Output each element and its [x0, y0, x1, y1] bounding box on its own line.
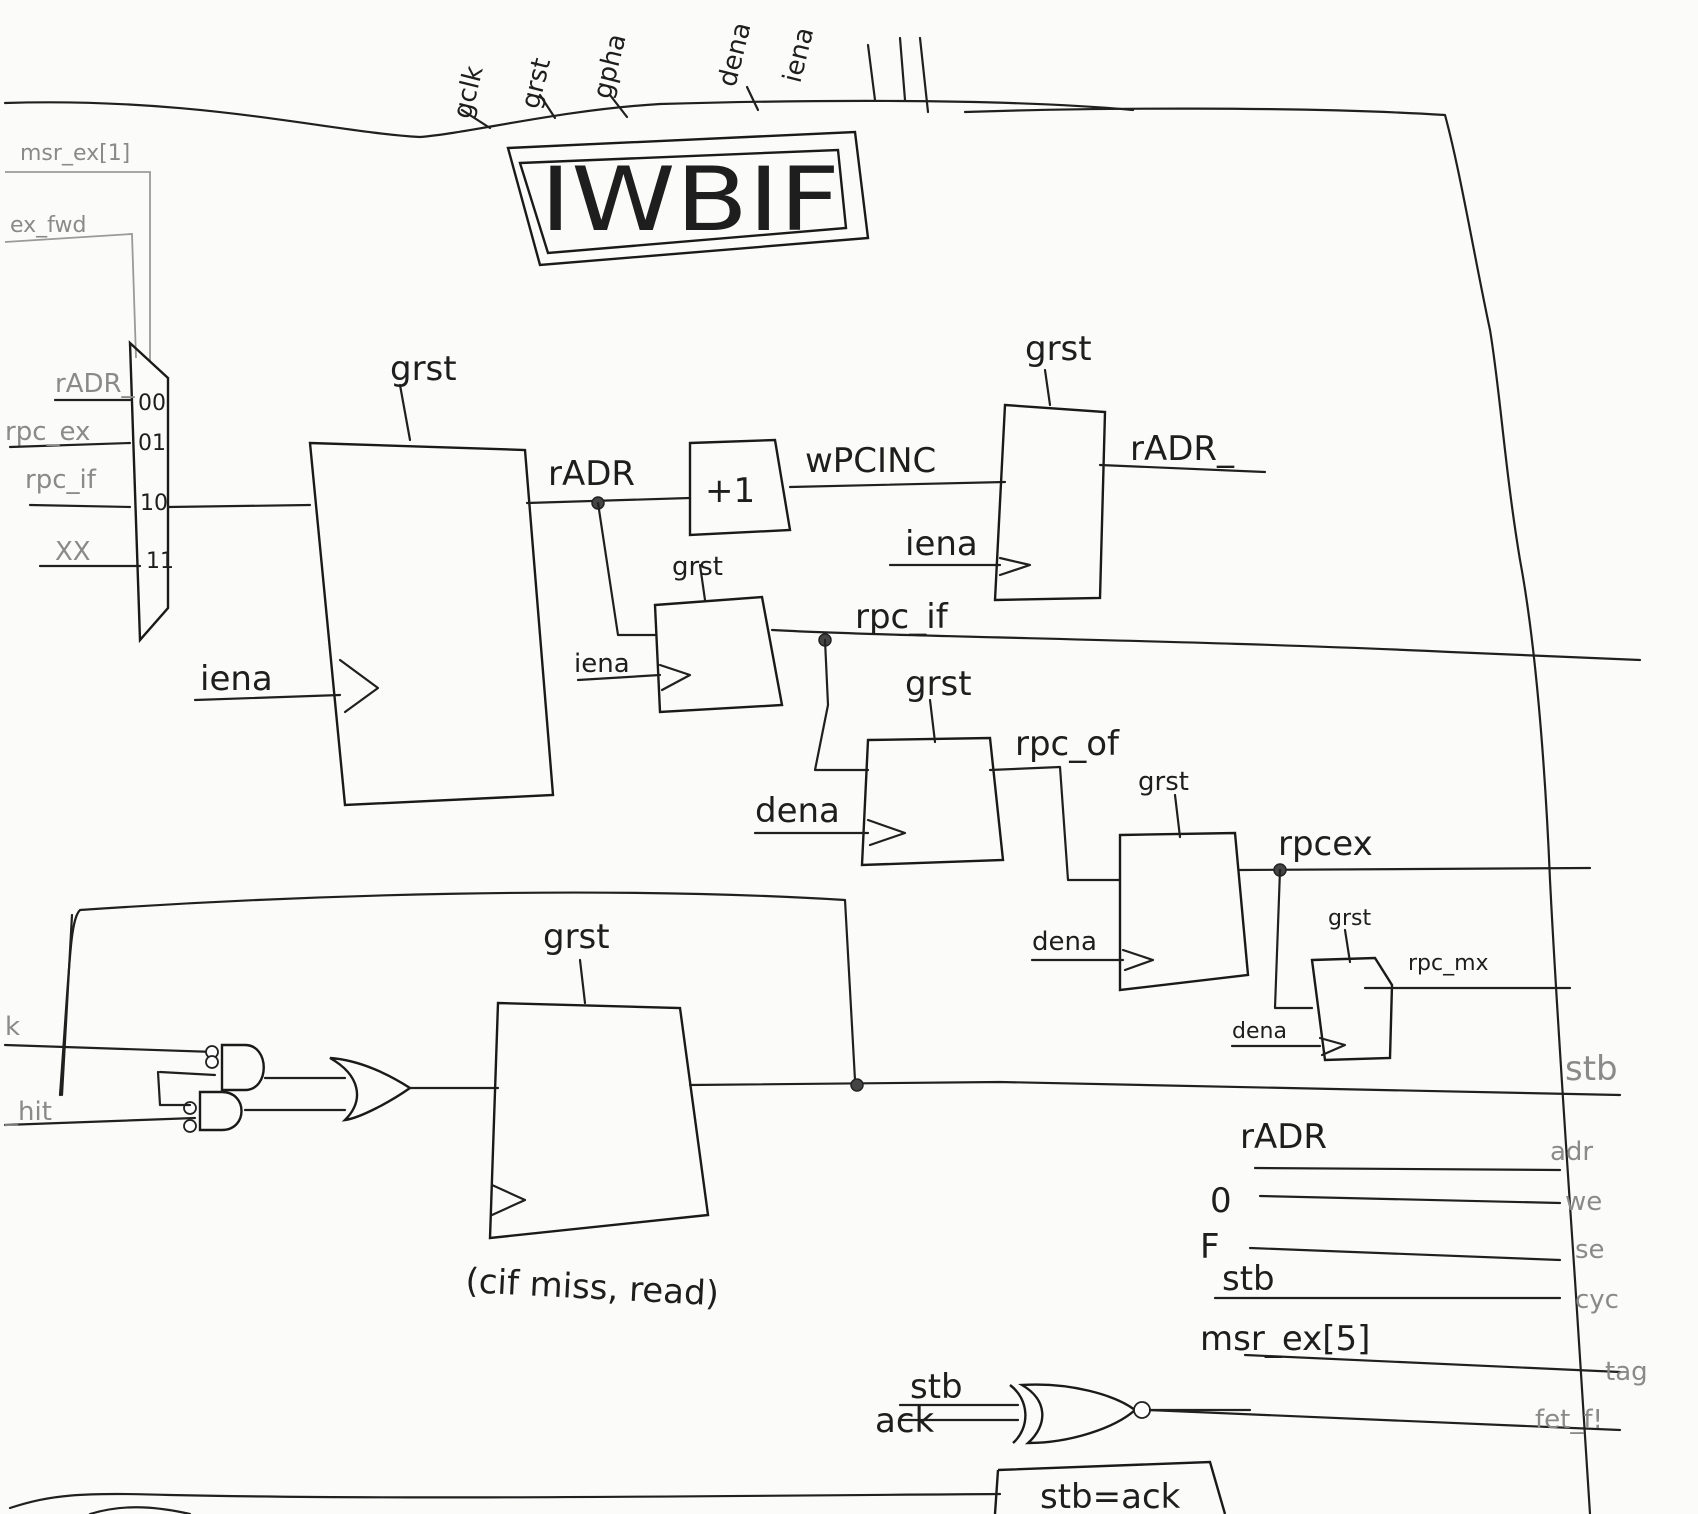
wishbone-bus: rADR 0 F stb msr_ex[5] stb adr we se cyc… — [1146, 1049, 1648, 1435]
top-input-gclk: gclk — [448, 63, 490, 122]
and-gate-1-bubble-b — [205, 1055, 219, 1069]
bus-left-zero: 0 — [1210, 1181, 1232, 1221]
cif-note: (cif miss, read) — [465, 1261, 720, 1314]
xnor-input-stb: stb — [910, 1367, 963, 1407]
cif-junction — [850, 1078, 864, 1092]
rpc-of-label: rpc_of — [1015, 724, 1120, 764]
wpcinc-label: wPCINC — [805, 441, 936, 481]
rpc-if-grst: grst — [672, 552, 723, 582]
rpc-if-iena: iena — [574, 649, 630, 679]
and-gate-2-bubble-b — [183, 1119, 197, 1133]
rpc-ex-register: grst dena rpcex — [1030, 767, 1592, 1010]
cif-input-gates: k _hit — [3, 1012, 500, 1133]
mux-input-rpc-ex: rpc_ex — [5, 417, 90, 447]
rpc-if-register: grst iena rpc_if — [574, 552, 1642, 772]
radr-register-grst: grst — [390, 349, 457, 389]
rpc-if-label: rpc_if — [855, 597, 949, 637]
top-input-grst: grst — [516, 55, 557, 112]
incrementer: +1 wPCINC — [688, 438, 1007, 537]
xnor-gate — [1017, 1383, 1137, 1445]
rpc-ex-dena: dena — [1032, 927, 1097, 957]
bus-left-stb: stb — [1222, 1259, 1275, 1299]
rpc-ex-label: rpcex — [1278, 824, 1373, 864]
rpc-mx-label: rpc_mx — [1408, 951, 1489, 976]
faint-label-ex-fwd: ex_fwd — [10, 213, 86, 238]
bottom-left-wires — [8, 1492, 1002, 1514]
cif-register-grst: grst — [543, 917, 610, 957]
bus-right-fet-f: fet_f! — [1535, 1405, 1603, 1435]
iwbif-title: IWBIF — [540, 148, 840, 251]
mux-input-radr: rADR_ — [55, 369, 136, 399]
or-gate — [329, 1056, 413, 1122]
left-faint-label-2: _hit — [4, 1097, 52, 1127]
bus-right-tag: tag — [1605, 1357, 1648, 1387]
left-faint-wiring: msr_ex[1] ex_fwd — [4, 141, 151, 362]
and-gate-2 — [198, 1090, 243, 1132]
faint-label-msr-ex: msr_ex[1] — [20, 141, 130, 166]
rpc-mx-dena: dena — [1232, 1019, 1287, 1044]
mux-select-11: 11 — [146, 549, 174, 574]
mux-input-xx: XX — [55, 537, 91, 567]
bus-left-msr-ex: msr_ex[5] — [1200, 1319, 1370, 1359]
radr-register-iena: iena — [200, 659, 273, 699]
top-input-gpha: gpha — [588, 31, 633, 102]
cif-feedback-loop — [58, 891, 857, 1097]
input-mux: rADR_ rpc_ex rpc_if XX 00 01 10 11 — [5, 340, 312, 644]
bus-right-adr: adr — [1550, 1137, 1593, 1167]
top-input-dena: dena — [713, 19, 758, 89]
radr-register: grst iena — [193, 349, 555, 807]
top-signal-bus — [3, 36, 1592, 1514]
incrementer-label: +1 — [705, 471, 755, 511]
and-gate-2-bubble-a — [183, 1101, 197, 1115]
bus-left-radr: rADR — [1240, 1117, 1327, 1157]
xnor-bubble — [1133, 1401, 1151, 1419]
iwbif-block: IWBIF — [506, 130, 870, 267]
rpc-mx-register: grst dena rpc_mx — [1230, 906, 1572, 1062]
rpc-of-grst: grst — [905, 664, 972, 704]
radr-next-register: grst iena rADR_ — [888, 329, 1267, 602]
rpc-ex-grst: grst — [1138, 767, 1189, 797]
radr-next-out-label: rADR_ — [1130, 429, 1235, 469]
mux-select-01: 01 — [138, 431, 166, 456]
top-input-labels: gclk grst gpha dena iena — [448, 19, 821, 121]
bus-right-stb: stb — [1565, 1049, 1618, 1089]
mux-input-rpc-if: rpc_if — [25, 465, 97, 495]
radr-next-iena: iena — [905, 524, 978, 564]
top-input-iena: iena — [778, 24, 821, 85]
xnor-input-ack: ack — [875, 1401, 935, 1441]
bus-left-f: F — [1200, 1227, 1220, 1267]
radr-label: rADR — [548, 454, 635, 494]
and-gate-1 — [220, 1043, 265, 1092]
stb-ack-xnor: stb ack — [875, 1367, 1252, 1445]
mux-select-00: 00 — [138, 391, 166, 416]
rpc-of-register: grst dena rpc_of — [753, 664, 1122, 882]
rpc-of-dena: dena — [755, 791, 840, 831]
radr-next-grst: grst — [1025, 329, 1092, 369]
bus-right-se: se — [1575, 1235, 1605, 1265]
bus-right-cyc: cyc — [1575, 1285, 1619, 1315]
mux-select-10: 10 — [140, 491, 168, 516]
left-faint-label-1: k — [5, 1012, 20, 1042]
bus-right-we: we — [1565, 1187, 1602, 1217]
stb-eq-ack-box: stb=ack — [993, 1460, 1227, 1514]
radr-net: rADR — [525, 454, 692, 637]
stb-eq-ack-label: stb=ack — [1040, 1477, 1181, 1514]
rpc-mx-grst: grst — [1328, 906, 1371, 931]
